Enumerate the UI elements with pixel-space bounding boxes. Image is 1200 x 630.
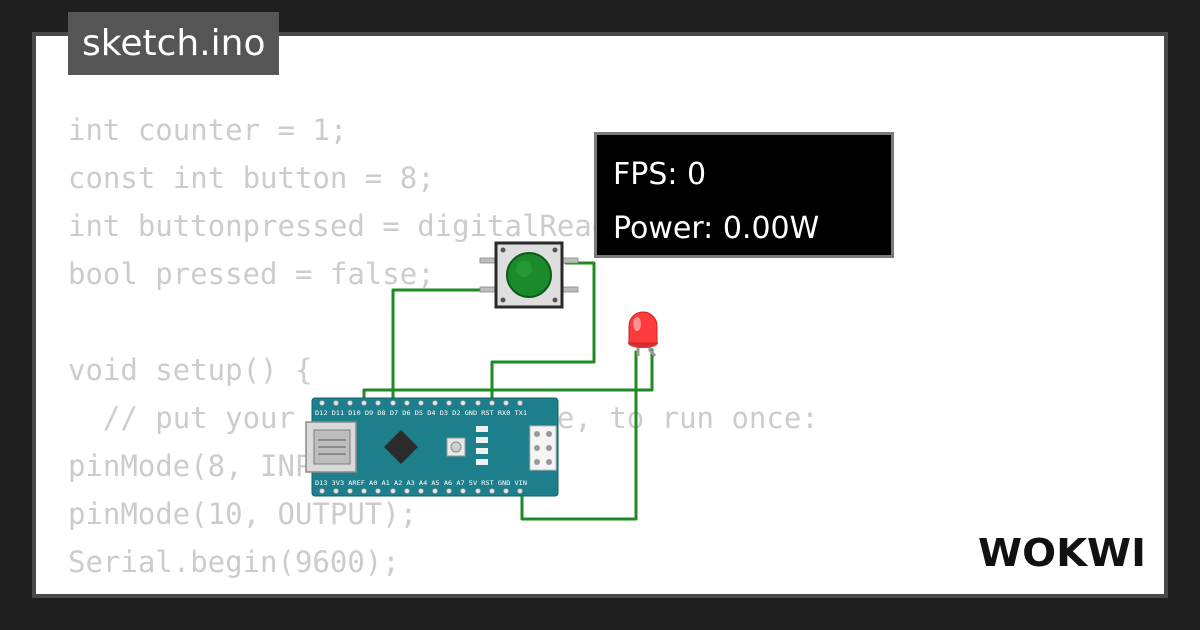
fps-readout: FPS: 0 [613, 157, 707, 192]
status-led [476, 448, 488, 454]
code-line: Serial.begin(9600); [68, 545, 400, 579]
bottom-pin-header [319, 488, 523, 494]
wire-button-to-gnd[interactable] [490, 261, 596, 408]
top-pin-header [319, 400, 523, 406]
status-led [476, 426, 488, 432]
wokwi-logo: WOKWI [978, 531, 1146, 574]
code-line: void setup() { [68, 353, 313, 387]
file-tab[interactable]: sketch.ino [68, 12, 280, 75]
code-line: const int button = 8; [68, 161, 435, 195]
wire-button-to-d8[interactable] [391, 288, 482, 408]
code-line: bool pressed = false; [68, 257, 435, 291]
arduino-nano-board[interactable]: D12 D11 D10 D9 D8 D7 D6 D5 D4 D3 D2 GND … [305, 397, 559, 497]
pushbutton[interactable] [479, 241, 579, 309]
code-line: digitalWrite(button, HIGH); [68, 586, 819, 594]
code-line: pinMode(10, OUTPUT); [68, 497, 418, 531]
power-readout: Power: 0.00W [613, 211, 820, 246]
status-led [476, 437, 488, 443]
top-pin-labels: D12 D11 D10 D9 D8 D7 D6 D5 D4 D3 D2 GND … [315, 410, 527, 417]
red-led[interactable] [628, 311, 658, 357]
simulation-stats-panel: FPS: 0 Power: 0.00W [594, 132, 894, 258]
wokwi-logo-text: WOKWI [978, 531, 1146, 574]
microcontroller-chip [384, 430, 418, 464]
status-led [476, 459, 488, 465]
code-line: int counter = 1; [68, 113, 348, 147]
icsp-header [529, 425, 557, 471]
bottom-pin-labels: D13 3V3 AREF A0 A1 A2 A3 A4 A5 A6 A7 5V … [315, 480, 527, 487]
